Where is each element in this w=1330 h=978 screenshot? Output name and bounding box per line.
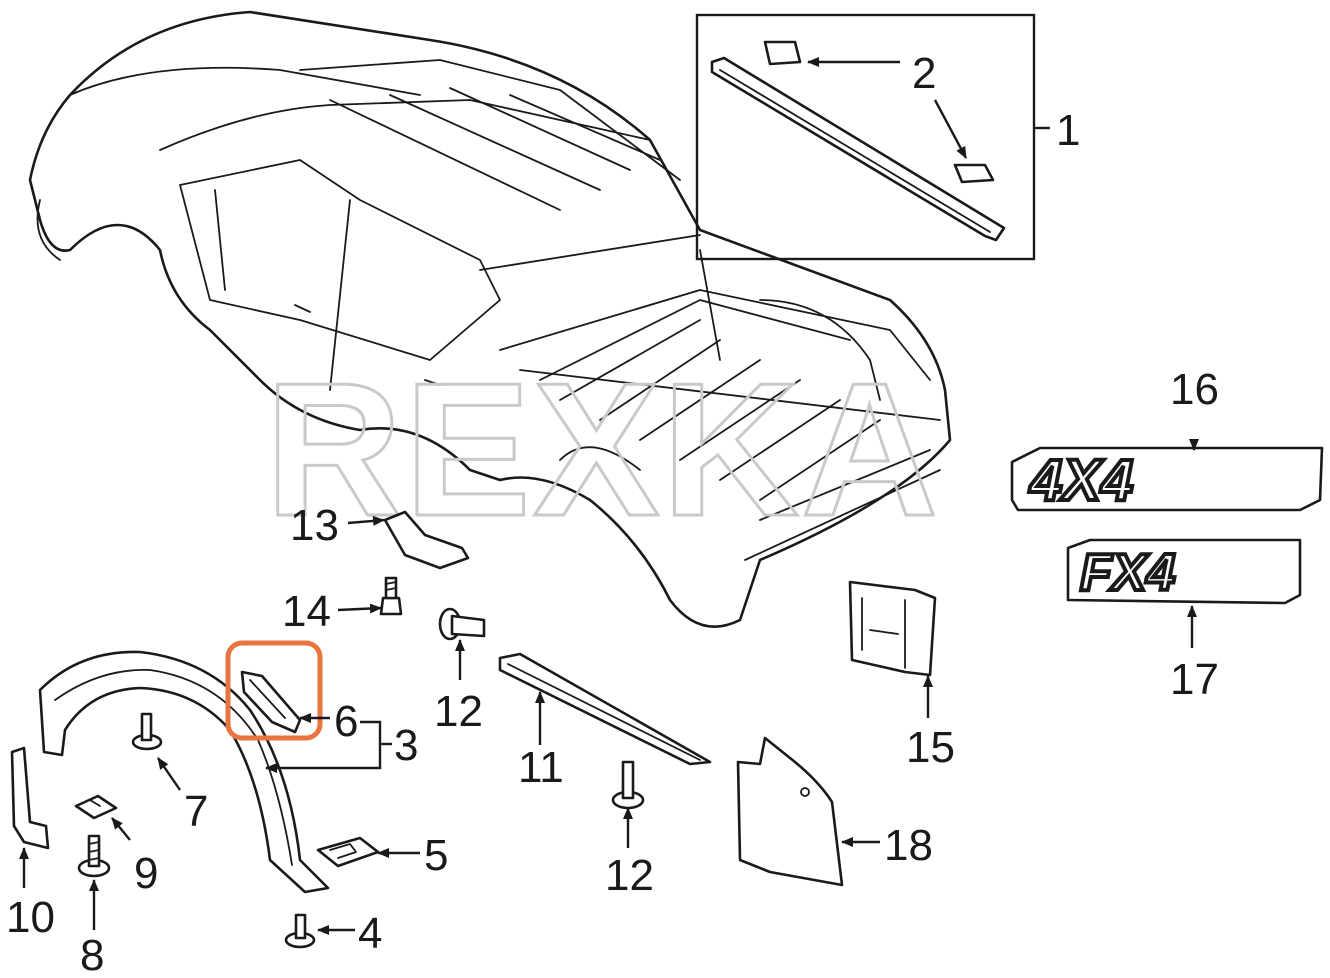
truck-body (28, 10, 952, 628)
part-1-running-board-inset (695, 13, 1036, 261)
callout-13: 13 (290, 501, 339, 550)
part-3-wheel-flare (38, 650, 330, 894)
callout-18: 18 (884, 821, 933, 870)
part-18-mud-flap (736, 736, 844, 887)
part-8-bolt (77, 834, 111, 878)
callout-3: 3 (394, 721, 418, 770)
leader-lines (19, 57, 1199, 935)
callout-9: 9 (134, 849, 158, 898)
callout-1: 1 (1056, 106, 1080, 155)
part-12-pin-upper (438, 607, 486, 641)
part-10-trim-strip (10, 746, 50, 850)
callout-14: 14 (282, 587, 331, 636)
part-12-pin-lower (611, 760, 645, 810)
part-17-emblem-fx4: FX4 (1066, 538, 1302, 605)
callout-6: 6 (334, 697, 358, 746)
emblem-fx4-text: FX4 (1080, 544, 1175, 602)
callout-15: 15 (906, 723, 955, 772)
part-7-push-pin (131, 712, 163, 751)
callout-16: 16 (1170, 365, 1219, 414)
callout-4: 4 (358, 909, 382, 958)
callout-10: 10 (6, 893, 55, 942)
part-11-rocker-molding (498, 652, 712, 766)
watermark-text: REXKA (265, 344, 940, 556)
emblem-4x4-text: 4X4 (1029, 448, 1133, 513)
part-13-bracket (383, 510, 470, 570)
part-14-bolt (379, 576, 403, 616)
callout-5: 5 (424, 831, 448, 880)
callout-12-lower: 12 (605, 851, 654, 900)
part-6-flare-clip (225, 640, 323, 741)
part-4-push-pin (284, 913, 316, 949)
part-9-clip-nut (74, 794, 118, 820)
highlight-box-part-6 (225, 640, 323, 741)
part-16-emblem-4x4: 4X4 (1010, 446, 1324, 515)
callout-11: 11 (518, 743, 564, 792)
callout-2: 2 (912, 49, 936, 98)
callout-17: 17 (1170, 655, 1219, 704)
part-5-retainer-clip (316, 836, 380, 868)
callout-labels: 1 2 3 4 5 6 7 8 9 10 11 12 12 13 14 15 1… (6, 49, 1219, 978)
part-15-bracket (848, 580, 937, 677)
callout-7: 7 (184, 787, 208, 836)
callout-8: 8 (80, 931, 104, 978)
callout-12-upper: 12 (434, 687, 483, 736)
